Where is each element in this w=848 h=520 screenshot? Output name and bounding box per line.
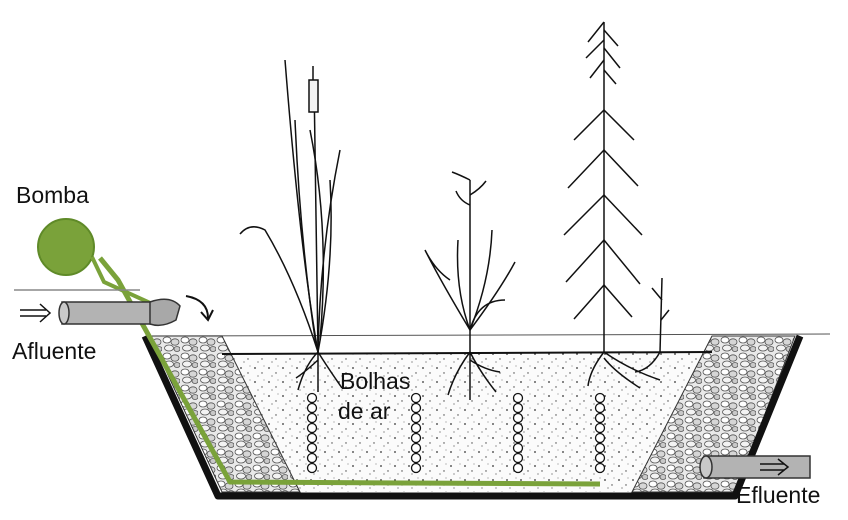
effluent-label: Efluente (736, 482, 820, 508)
air-bubble-icon (308, 394, 317, 403)
air-bubble-icon (514, 394, 523, 403)
pump-label: Bomba (16, 182, 89, 208)
air-bubble-icon (412, 444, 421, 453)
outlet-pipe-icon (700, 456, 810, 478)
air-bubble-icon (412, 434, 421, 443)
air-bubble-icon (412, 464, 421, 473)
influent-flow-arrow-icon (20, 304, 50, 322)
plant-icon (564, 22, 669, 388)
air-bubble-icon (514, 414, 523, 423)
air-bubble-icon (308, 404, 317, 413)
air-bubbles-label-line2: de ar (338, 398, 390, 424)
outflow-curve-arrow-icon (186, 296, 208, 318)
air-bubble-icon (412, 404, 421, 413)
air-bubbles-label-line1: Bolhas (340, 368, 410, 394)
air-bubble-icon (308, 454, 317, 463)
air-bubble-icon (308, 444, 317, 453)
air-bubble-icon (412, 424, 421, 433)
air-bubble-icon (308, 414, 317, 423)
air-bubble-icon (412, 454, 421, 463)
air-bubble-icon (412, 394, 421, 403)
air-bubble-icon (514, 404, 523, 413)
pump-icon (38, 219, 94, 275)
air-bubble-icon (596, 464, 605, 473)
air-bubble-icon (596, 454, 605, 463)
air-bubble-icon (412, 414, 421, 423)
air-bubble-icon (308, 464, 317, 473)
air-bubble-icon (514, 424, 523, 433)
air-bubble-icon (596, 434, 605, 443)
air-bubble-icon (596, 414, 605, 423)
air-bubble-icon (596, 444, 605, 453)
air-bubble-icon (514, 434, 523, 443)
air-bubble-icon (596, 394, 605, 403)
air-bubble-icon (308, 434, 317, 443)
air-bubble-icon (596, 404, 605, 413)
plant-icon (240, 60, 342, 392)
air-bubble-icon (596, 424, 605, 433)
air-bubble-icon (514, 464, 523, 473)
air-bubble-icon (514, 444, 523, 453)
air-bubble-icon (514, 454, 523, 463)
air-bubble-icon (308, 424, 317, 433)
influent-label: Afluente (12, 338, 96, 364)
inlet-pipe-icon (14, 290, 180, 325)
